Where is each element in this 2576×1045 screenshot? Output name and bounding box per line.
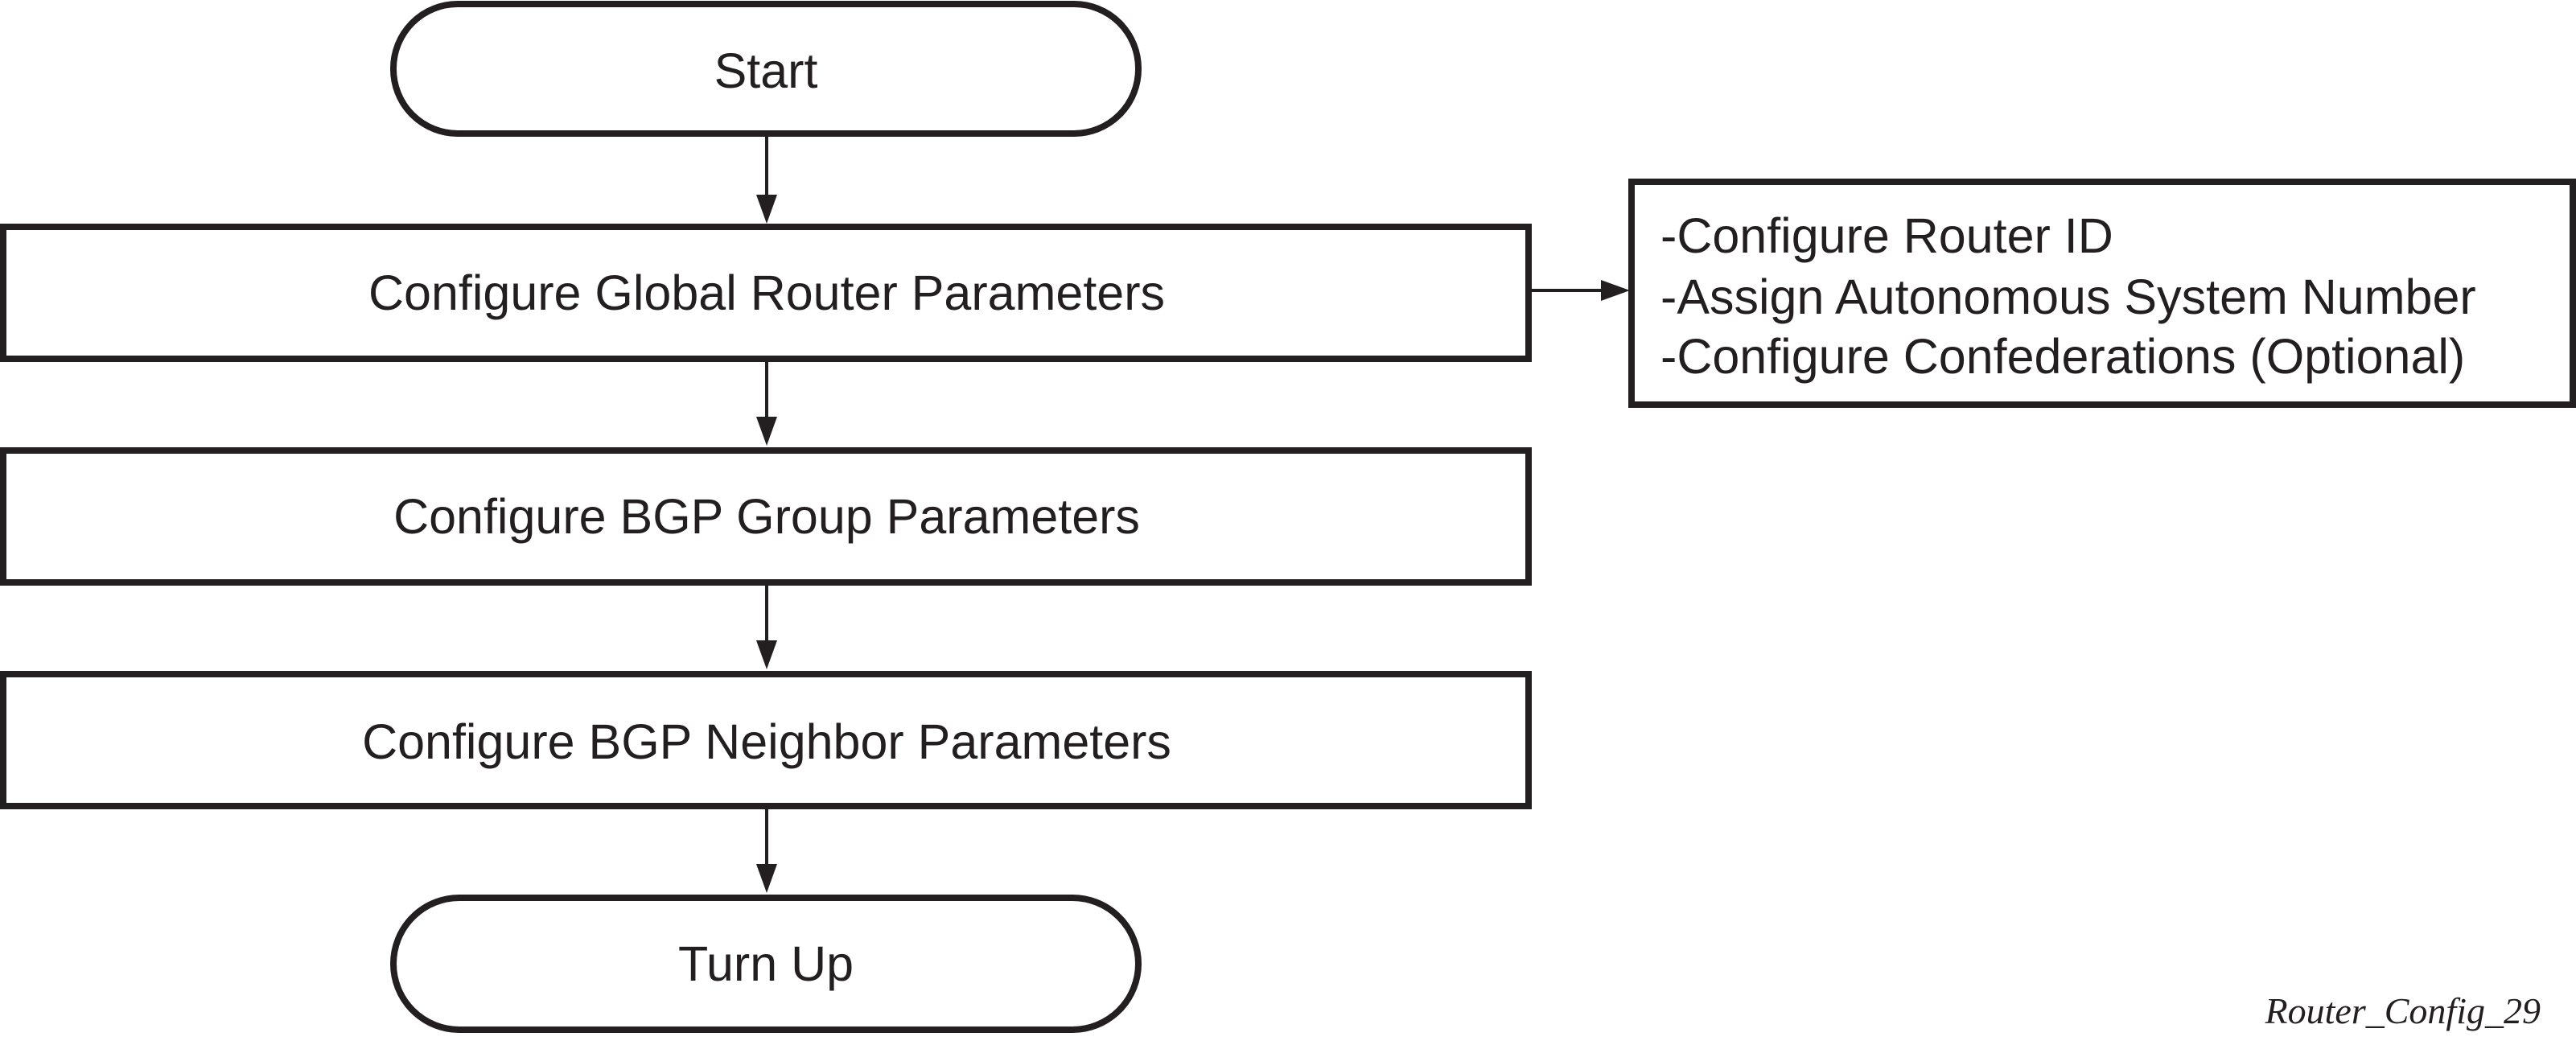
end-terminator: Turn Up <box>390 895 1142 1033</box>
start-terminator: Start <box>390 1 1142 137</box>
start-label: Start <box>714 43 818 98</box>
step-bgp-group-box <box>0 447 1532 586</box>
arrow-global-to-group <box>756 359 777 446</box>
arrow-neighbor-to-end <box>756 806 777 893</box>
arrowhead <box>756 417 777 446</box>
arrow-global-to-note <box>1529 280 1630 301</box>
note-line-as-number: -Assign Autonomous System Number <box>1660 269 2476 324</box>
note-line-router-id: -Configure Router ID <box>1660 208 2113 263</box>
step-global-router-box <box>0 224 1532 362</box>
note-line-confederations: -Configure Confederations (Optional) <box>1660 329 2465 384</box>
note-box <box>1628 179 2576 408</box>
end-label: Turn Up <box>678 936 854 991</box>
step-bgp-neighbor-label: Configure BGP Neighbor Parameters <box>362 714 1171 769</box>
arrow-group-to-neighbor <box>756 582 777 669</box>
step-bgp-group-label: Configure BGP Group Parameters <box>393 489 1140 544</box>
step-bgp-neighbor: Configure BGP Neighbor Parameters <box>0 671 1532 809</box>
step-global-router-label: Configure Global Router Parameters <box>368 265 1165 320</box>
arrowhead <box>756 195 777 224</box>
step-global-router: Configure Global Router Parameters <box>0 224 1532 362</box>
arrowhead <box>756 864 777 893</box>
global-parameters-note: -Configure Router ID -Assign Autonomous … <box>1628 179 2576 408</box>
figure-id: Router_Config_29 <box>2265 990 2541 1031</box>
arrowhead <box>1601 280 1630 301</box>
arrow-start-to-global <box>756 134 777 224</box>
end-shape <box>390 895 1142 1033</box>
step-bgp-group: Configure BGP Group Parameters <box>0 447 1532 586</box>
arrowhead <box>756 640 777 669</box>
